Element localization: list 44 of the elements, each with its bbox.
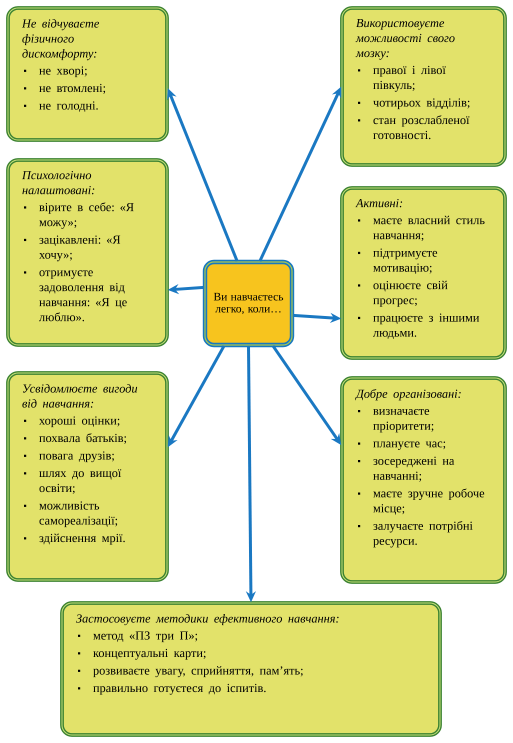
list-item: плануєте час;	[358, 442, 446, 450]
list-item: залучаєте потрібні ресурси.	[358, 521, 473, 548]
heading: Використовуєте можливості свого мозку:	[356, 19, 455, 60]
text-box	[340, 186, 507, 360]
list-item: зосереджені на навчанні;	[358, 456, 454, 482]
list-item: розвиваєте увагу, сприйняття, пам’ять;	[78, 666, 303, 678]
list-item: вірите в себе: «Я можу»;	[24, 202, 134, 229]
text-box	[60, 601, 442, 737]
list-item: визначаєте пріоритети;	[358, 409, 434, 432]
list-item: не втомлені;	[24, 84, 106, 94]
list-item: маєте зручне робоче місце;	[358, 488, 484, 515]
list-item: не голодні.	[24, 101, 98, 112]
list-item: оцінюєте свій прогрес;	[358, 280, 448, 307]
heading: Активні:	[355, 199, 402, 208]
list-item: шлях до вищої освіти;	[24, 469, 122, 494]
list-item: здійснення мрії.	[24, 534, 125, 545]
text-box	[340, 6, 507, 167]
list-item: повага друзів;	[24, 451, 114, 462]
list-item: не хворі;	[24, 66, 87, 78]
text-box	[6, 6, 169, 142]
text-box	[6, 158, 169, 347]
list-item: зацікавлені: «Я хочу»;	[24, 236, 120, 262]
center-text: Ви навчаєтесь легко, коли…	[214, 292, 284, 314]
heading: Психологічно налаштовані:	[22, 171, 94, 194]
list-item: працюєте з іншими людьми.	[358, 314, 480, 340]
list-item: правої і лівої півкуль;	[358, 66, 446, 92]
list-item: отримуєте задоволення від навчання: «Я це люблю».	[24, 270, 127, 322]
list-item: стан розслабленої готовності.	[358, 115, 470, 140]
list-item: концептуальні карти;	[78, 648, 206, 660]
text-box	[340, 376, 507, 584]
list-item: чотирьох відділів;	[358, 98, 470, 110]
list-item: хороші оцінки;	[24, 416, 120, 428]
heading: Застосовуєте методики ефективного навчання:	[76, 614, 339, 626]
list-item: похвала батьків;	[24, 433, 126, 444]
list-item: метод «ПЗ три П»;	[78, 631, 198, 642]
text-box	[6, 371, 169, 582]
heading: Усвідомлюєте вигоди від навчання:	[22, 384, 138, 408]
center-box	[202, 260, 294, 348]
list-item: можливість самореалізації;	[24, 501, 118, 528]
heading: Добре організовані:	[355, 389, 461, 400]
list-item: правильно готуєтеся до іспитів.	[78, 684, 266, 695]
list-item: маєте власний стиль навчання;	[358, 216, 485, 242]
list-item: підтримуєте мотивацію;	[358, 248, 438, 274]
heading: Не відчуваєте фізичного дискомфорту:	[22, 19, 100, 60]
